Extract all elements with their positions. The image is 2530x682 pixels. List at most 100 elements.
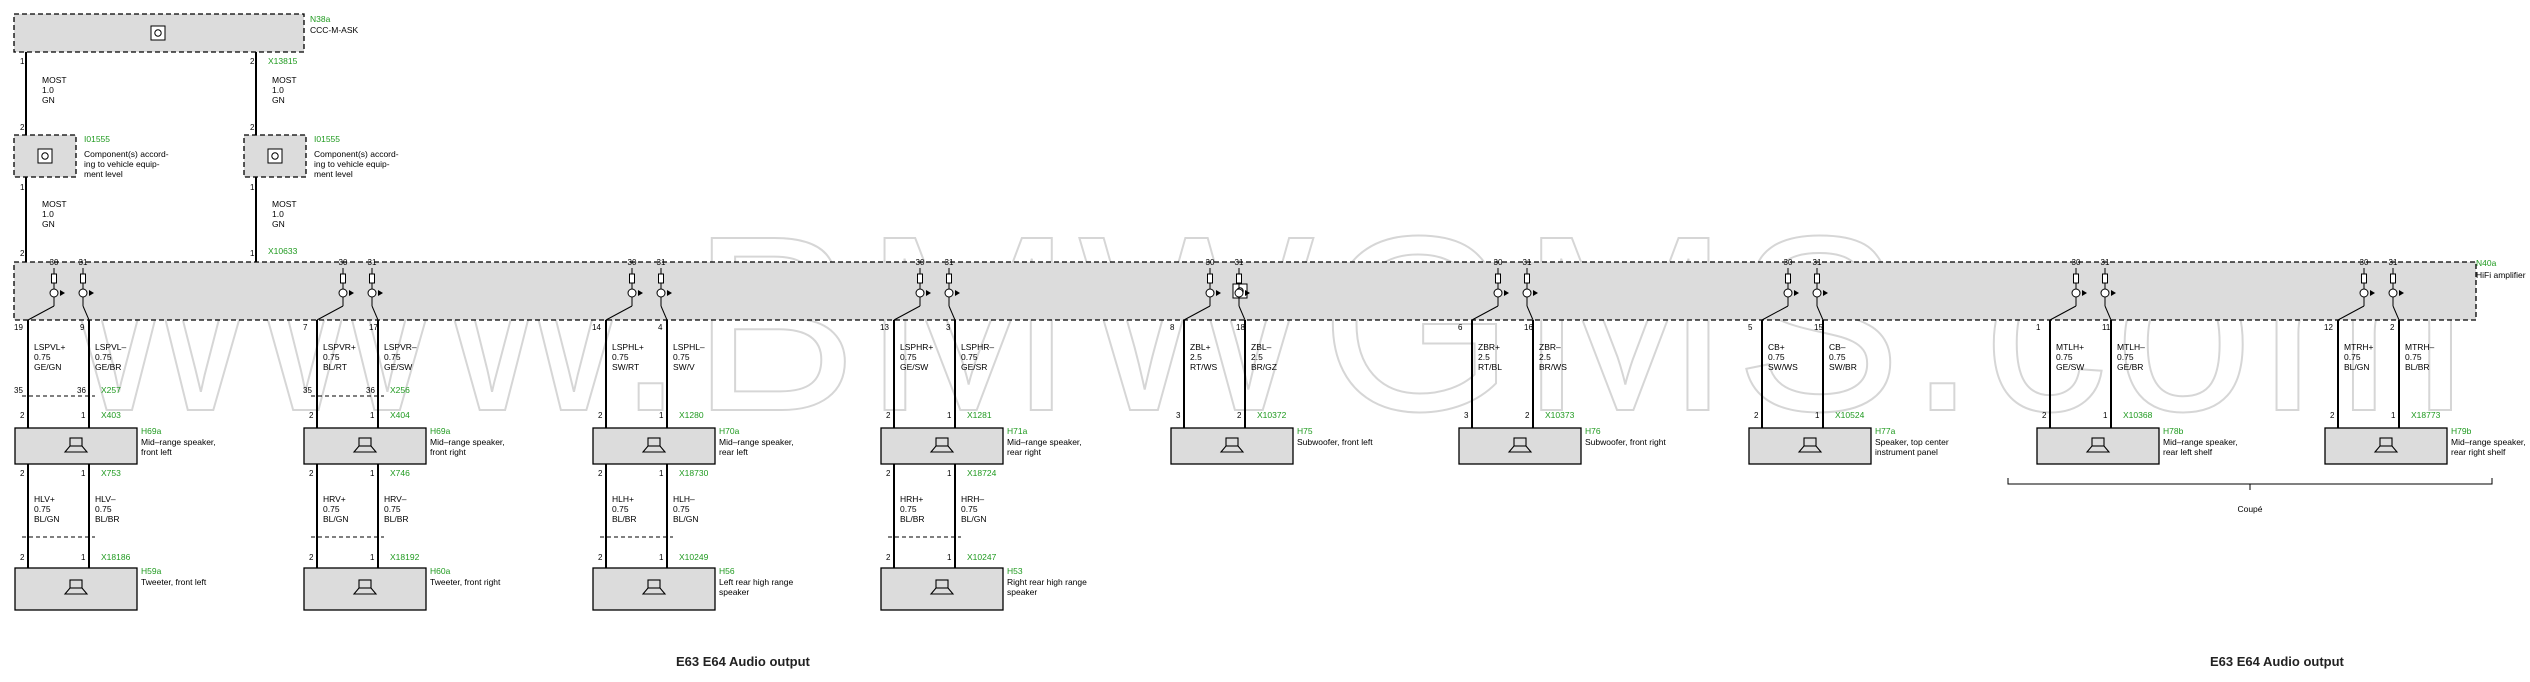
amp-internal-link bbox=[1816, 305, 1824, 321]
speaker-name: rear left shelf bbox=[2163, 447, 2213, 457]
most-connector: X10633 bbox=[268, 246, 298, 256]
pin-label: 1 bbox=[947, 553, 952, 562]
amp-terminal-label: 31 bbox=[79, 258, 88, 267]
pin-label: 2 bbox=[598, 553, 603, 562]
amp-terminal-label: 31 bbox=[2389, 258, 2398, 267]
most-wire-label: 1.0 bbox=[42, 85, 54, 95]
amp-output-stage: 31 bbox=[944, 258, 960, 306]
amp-stage-transistor bbox=[1234, 288, 1244, 298]
speaker-name: Subwoofer, front right bbox=[1585, 437, 1666, 447]
footer: E63 E64 Audio output E63 E64 Audio outpu… bbox=[676, 654, 2345, 669]
most-wire-label: MOST bbox=[42, 199, 67, 209]
wire-label: BL/GN bbox=[34, 514, 60, 524]
speaker-name: front right bbox=[430, 447, 467, 457]
wire-label: 0.75 bbox=[34, 504, 51, 514]
pin-label: 1 bbox=[659, 553, 664, 562]
speaker-icon-cone bbox=[352, 445, 378, 453]
amp-internal-link bbox=[316, 305, 344, 321]
amp-output-stage: 30 bbox=[2359, 258, 2375, 306]
amp-pin-label: 18 bbox=[1236, 323, 1245, 332]
pin-label: 2 bbox=[250, 123, 255, 132]
tweeter-name: speaker bbox=[1007, 587, 1037, 597]
amp-output-stage: 31 bbox=[78, 258, 94, 306]
tweeter-box bbox=[592, 567, 716, 611]
amp-stage-arrow bbox=[955, 290, 960, 296]
amp-stage-arrow bbox=[1533, 290, 1538, 296]
speaker-name: instrument panel bbox=[1875, 447, 1938, 457]
pin-label: 1 bbox=[370, 469, 375, 478]
wire-label: 0.75 bbox=[323, 504, 340, 514]
pin-label: 1 bbox=[81, 469, 86, 478]
wire-label: HLV+ bbox=[34, 494, 55, 504]
head-unit-icon bbox=[150, 25, 166, 41]
wire-label: 0.75 bbox=[95, 352, 112, 362]
tweeter-id: H60a bbox=[430, 566, 451, 576]
wire-label: ZBL– bbox=[1251, 342, 1272, 352]
wire-label: 0.75 bbox=[95, 504, 112, 514]
wire-label: 0.75 bbox=[2405, 352, 2422, 362]
speaker-icon bbox=[1219, 437, 1245, 453]
amp-terminal-label: 31 bbox=[945, 258, 954, 267]
inline-connector: X256 bbox=[390, 385, 410, 395]
wire-label: 0.75 bbox=[673, 504, 690, 514]
tweeter-connector: X10247 bbox=[967, 552, 997, 562]
wire-label: 0.75 bbox=[961, 352, 978, 362]
speaker-connector: X403 bbox=[101, 410, 121, 420]
speaker-icon-cone bbox=[63, 445, 89, 453]
amp-internal-link bbox=[948, 305, 956, 321]
wire-label: LSPHL+ bbox=[612, 342, 644, 352]
speaker-icon-cone bbox=[1219, 445, 1245, 453]
speaker-box bbox=[880, 427, 1004, 465]
amp-pin-label: 17 bbox=[369, 323, 378, 332]
amp-pin-label: 4 bbox=[658, 323, 663, 332]
wire-label: RT/BL bbox=[1478, 362, 1502, 372]
pin-label: 1 bbox=[2391, 411, 2396, 420]
tweeter-connector: X18730 bbox=[679, 468, 709, 478]
wire-label: HLH– bbox=[673, 494, 695, 504]
amp-stage-arrow bbox=[1823, 290, 1828, 296]
pin-label: 1 bbox=[1815, 411, 1820, 420]
amp-pin-label: 16 bbox=[1524, 323, 1533, 332]
wire-label: HRV+ bbox=[323, 494, 346, 504]
amp-stage-transistor bbox=[49, 288, 59, 298]
speaker-id: H71a bbox=[1007, 426, 1028, 436]
amp-terminal-label: 31 bbox=[1235, 258, 1244, 267]
wire-label: GE/SW bbox=[384, 362, 412, 372]
wire-label: 0.75 bbox=[1768, 352, 1785, 362]
most-component-icon bbox=[267, 148, 283, 164]
head-unit-id: N38a bbox=[310, 14, 331, 24]
amp-stage-arrow bbox=[1504, 290, 1509, 296]
most-component-id: I01555 bbox=[84, 134, 110, 144]
most-component-name: ing to vehicle equip- bbox=[314, 159, 390, 169]
amp-terminal-label: 31 bbox=[657, 258, 666, 267]
amp-output-stage: 31 bbox=[2100, 258, 2116, 306]
speaker-connector: X10368 bbox=[2123, 410, 2153, 420]
head-unit-connector: X13815 bbox=[268, 56, 298, 66]
amp-internal-link bbox=[27, 305, 55, 321]
amp-pin-label: 12 bbox=[2324, 323, 2333, 332]
amp-stage-transistor bbox=[2388, 288, 2398, 298]
footer-title-right: E63 E64 Audio output bbox=[2210, 654, 2345, 669]
speaker-icon-cone bbox=[352, 587, 378, 595]
amp-stage-transistor bbox=[1522, 288, 1532, 298]
amp-internal-link bbox=[1471, 305, 1499, 321]
tweeter-name: Right rear high range bbox=[1007, 577, 1087, 587]
amp-stage-transistor bbox=[1493, 288, 1503, 298]
speaker-icon bbox=[352, 437, 378, 453]
wire-label: 0.75 bbox=[2344, 352, 2361, 362]
amp-internal-link bbox=[371, 305, 379, 321]
head-unit-name: CCC-M-ASK bbox=[310, 25, 358, 35]
pin-label: 2 bbox=[309, 411, 314, 420]
amp-stage-arrow bbox=[1216, 290, 1221, 296]
amp-stage-fuse bbox=[1207, 273, 1213, 284]
amp-pin-label: 2 bbox=[2390, 323, 2395, 332]
wire-label: 2.5 bbox=[1190, 352, 1202, 362]
tweeter-connector: X746 bbox=[390, 468, 410, 478]
speaker-id: H70a bbox=[719, 426, 740, 436]
speaker-id: H79b bbox=[2451, 426, 2472, 436]
wire-label: 2.5 bbox=[1478, 352, 1490, 362]
wire-label: LSPHL– bbox=[673, 342, 705, 352]
wire-label: GE/SW bbox=[2056, 362, 2084, 372]
wire-label: BL/GN bbox=[323, 514, 349, 524]
amp-output-stage: 30 bbox=[1783, 258, 1799, 306]
